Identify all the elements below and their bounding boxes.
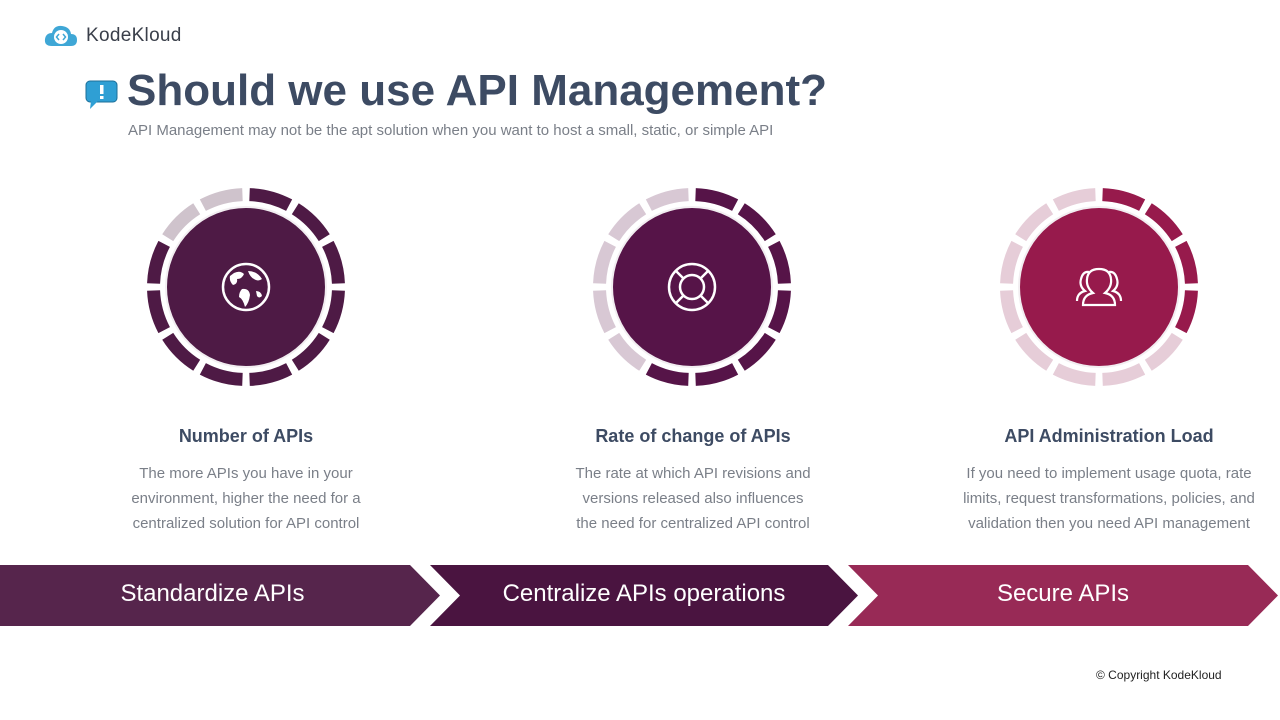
copyright: © Copyright KodeKloud — [1096, 668, 1222, 682]
gauge-segment-filled — [768, 290, 791, 334]
gauge-segment-filled — [147, 240, 170, 284]
gauge-segment-filled — [199, 363, 243, 386]
gauge-segment-empty — [645, 188, 689, 211]
gauge-1 — [593, 188, 791, 386]
banner-arrow-secure — [848, 565, 1278, 626]
banner-label: Secure APIs — [996, 580, 1130, 607]
gauge-segment-empty — [1144, 332, 1183, 371]
lifebuoy-icon — [667, 262, 717, 312]
gauge-segment-empty — [593, 290, 616, 334]
factor-description: If you need to implement usage quota, ra… — [963, 465, 1255, 532]
gauge-segment-filled — [1175, 240, 1198, 284]
gauge-segment-filled — [147, 290, 170, 334]
factor-title: API Administration Load — [1004, 426, 1214, 446]
gauge-segment-filled — [291, 203, 330, 242]
gauge-segment-empty — [162, 203, 201, 242]
factor-rate-of-change: Rate of change of APIs The rate at which… — [533, 426, 853, 536]
gauge-segment-filled — [1175, 290, 1198, 334]
gauge-disk — [1018, 206, 1180, 368]
page-subtitle: API Management may not be the apt soluti… — [128, 122, 774, 139]
gauge-segment-filled — [1144, 203, 1183, 242]
gauge-0 — [147, 188, 345, 386]
gauge-segment-empty — [1102, 363, 1146, 386]
factor-title: Rate of change of APIs — [595, 426, 791, 446]
gauge-segment-filled — [695, 188, 739, 211]
gauge-segment-empty — [593, 240, 616, 284]
gauge-segment-filled — [249, 363, 293, 386]
gauge-segment-empty — [1000, 290, 1023, 334]
gauge-segment-filled — [737, 203, 776, 242]
gauge-segment-empty — [1015, 203, 1054, 242]
factor-title: Number of APIs — [178, 426, 314, 446]
gauge-segment-filled — [162, 332, 201, 371]
gauge-segment-filled — [695, 363, 739, 386]
factor-number-of-apis: Number of APIs The more APIs you have in… — [86, 426, 406, 536]
brand-logo: KodeKloud — [44, 24, 182, 48]
factor-gauges — [147, 188, 1198, 386]
banner-label: Centralize APIs operations — [502, 580, 786, 607]
gauge-segment-filled — [768, 240, 791, 284]
gauge-segment-empty — [608, 203, 647, 242]
cloud-code-icon — [44, 25, 77, 46]
gauge-segment-empty — [1015, 332, 1054, 371]
banner-arrow-standardize — [0, 565, 440, 626]
gauge-segment-filled — [1102, 188, 1146, 211]
factor-admin-load: API Administration Load If you need to i… — [939, 426, 1279, 536]
gauge-segment-filled — [291, 332, 330, 371]
gauge-segment-filled — [249, 188, 293, 211]
gauge-segment-filled — [322, 290, 345, 334]
gauge-disk — [611, 206, 773, 368]
gauge-segment-empty — [1052, 363, 1096, 386]
gauge-2 — [1000, 188, 1198, 386]
gauge-segment-filled — [737, 332, 776, 371]
exclamation-speech-bubble-icon — [85, 80, 118, 109]
gauge-segment-empty — [1052, 188, 1096, 211]
gauge-segment-empty — [199, 188, 243, 211]
users-icon — [1075, 267, 1123, 307]
gauge-segment-filled — [322, 240, 345, 284]
page-title: Should we use API Management? — [127, 66, 828, 115]
gauge-disk — [165, 206, 327, 368]
gauge-segment-filled — [645, 363, 689, 386]
banner-arrow-centralize — [430, 565, 858, 626]
gauge-segment-empty — [608, 332, 647, 371]
banner-label: Standardize APIs — [120, 580, 305, 607]
gauge-segment-empty — [1000, 240, 1023, 284]
globe-icon — [221, 262, 271, 312]
brand-name: KodeKloud — [86, 25, 182, 46]
